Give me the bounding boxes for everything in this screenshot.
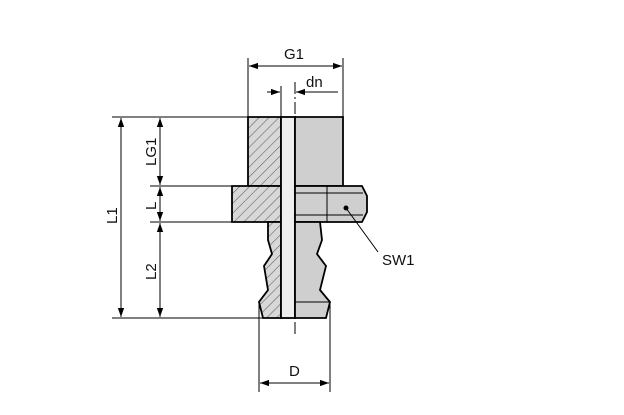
section-half [231,116,282,319]
leader-sw1: SW1 [343,205,415,269]
bore [280,116,296,319]
dimension-lg1: LG1 [143,118,164,185]
barb-exterior [294,221,331,319]
collar-section [231,185,282,223]
label-l1: L1 [104,207,121,224]
hex-exterior [294,185,368,223]
dimension-l: L [143,187,164,221]
label-l: L [143,202,160,210]
dimension-d: D [258,302,331,392]
extension-lines [112,116,263,319]
label-lg1: LG1 [143,138,160,166]
label-l2: L2 [143,263,160,280]
barb-section [258,221,282,319]
label-dn: dn [306,74,323,91]
dimension-g1: G1 [247,46,344,117]
thread-section [247,116,282,187]
label-g1: G1 [284,46,304,63]
dimension-l1: L1 [104,118,125,317]
exterior-half [294,116,368,319]
label-d: D [289,363,300,380]
thread-exterior [294,116,344,187]
dimension-l2: L2 [143,223,164,317]
label-sw1: SW1 [382,252,415,269]
dimension-dn: dn [267,74,338,117]
